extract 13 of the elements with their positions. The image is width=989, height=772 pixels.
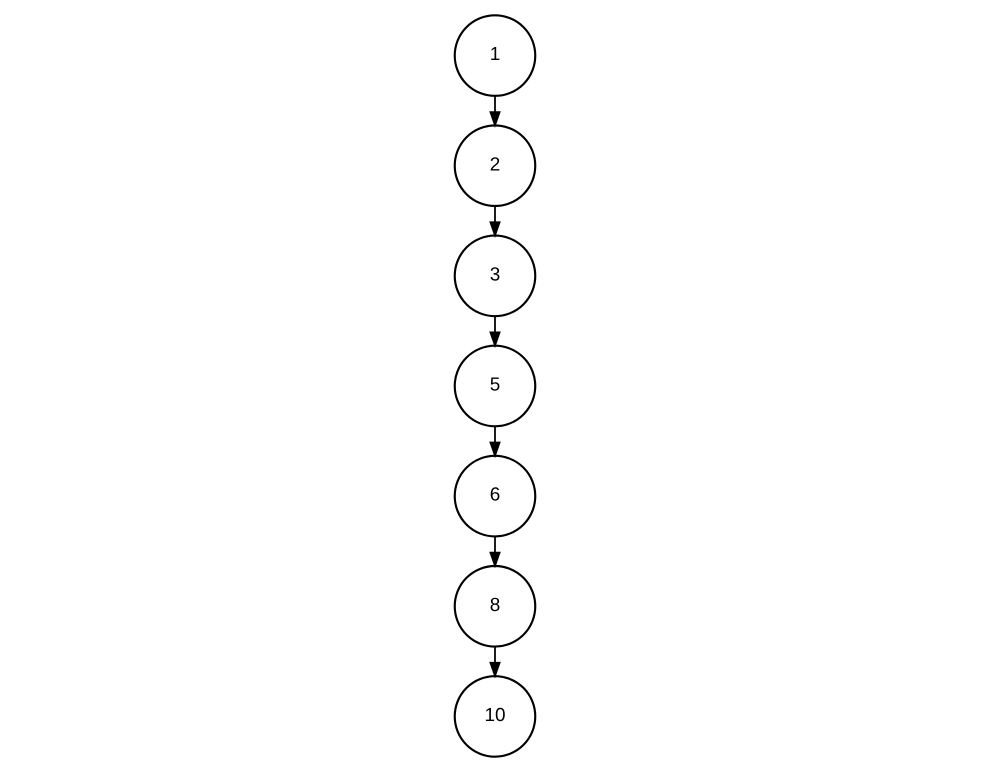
node-circle: 2: [453, 124, 536, 208]
node-circle: 3: [453, 234, 536, 318]
node-circle: 10: [453, 675, 536, 758]
arrow: [488, 426, 500, 458]
arrow: [488, 96, 500, 128]
node-circle: 8: [453, 564, 536, 648]
arrow: [488, 206, 500, 238]
node-circle: 1: [453, 14, 536, 97]
arrow: [488, 536, 500, 568]
arrow: [488, 646, 500, 679]
node-circle: 6: [453, 454, 536, 538]
node-circle: 5: [453, 344, 536, 428]
arrow: [488, 316, 500, 348]
